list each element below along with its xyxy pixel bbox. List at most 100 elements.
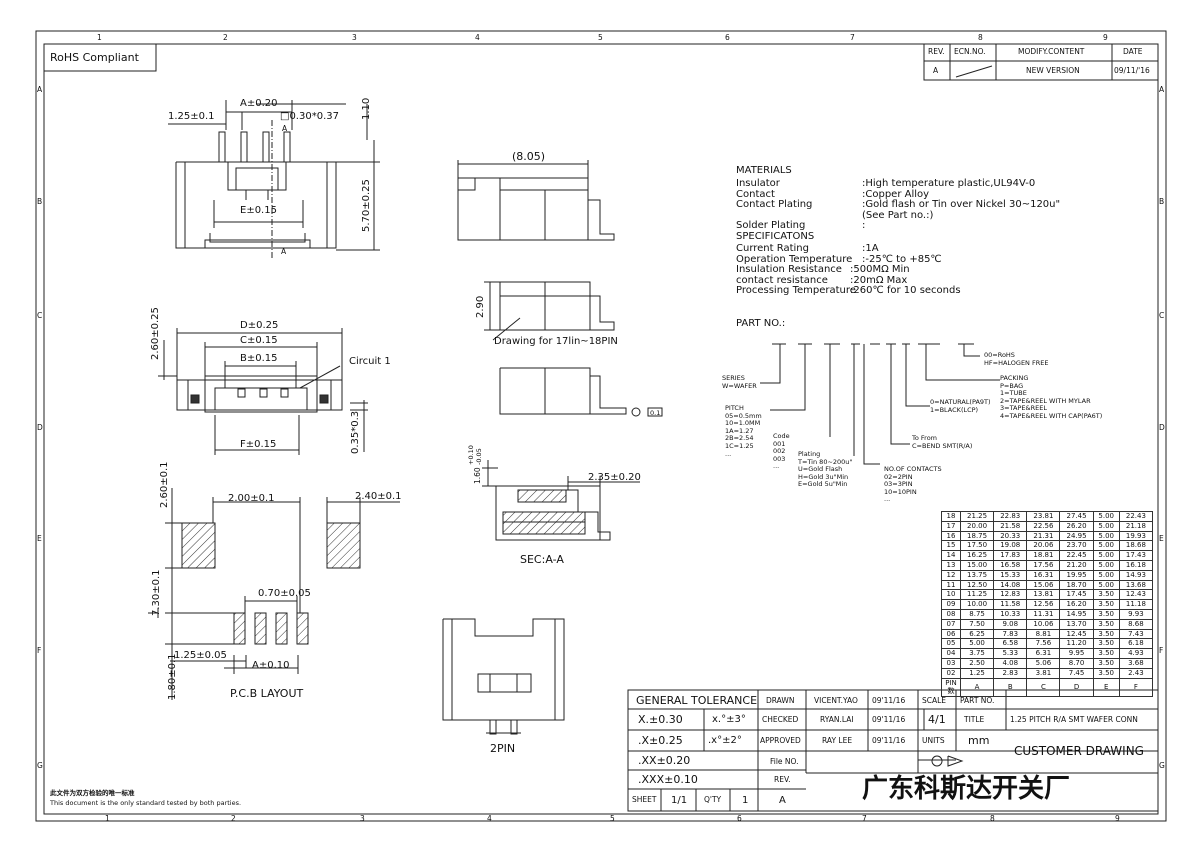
pcb-layout-label: P.C.B LAYOUT	[230, 687, 304, 700]
rohs-label: RoHS Compliant	[50, 51, 139, 64]
dimension-cell: 3.50	[1092, 589, 1120, 601]
zone-col-top-4: 4	[475, 33, 480, 42]
partno-tofrom-line: To From	[912, 434, 938, 442]
zone-row-right-D: D	[1159, 423, 1165, 432]
dimension-cell: 18.75	[959, 530, 995, 542]
partno-plating-line: H=Gold 3u"Min	[798, 472, 849, 481]
zone-row-right-A: A	[1159, 85, 1165, 94]
dim-sec-v-minus: -0.05	[475, 448, 483, 465]
dimension-cell: 12.45	[1059, 628, 1094, 640]
rev-value: A	[933, 66, 939, 75]
dimension-cell: 3.50	[1092, 608, 1120, 620]
partno-contacts-line: ...	[884, 495, 891, 504]
dimension-cell: 3.50	[1092, 618, 1120, 630]
dimension-cell: 22.45	[1059, 550, 1094, 561]
dimension-cell: 22.83	[993, 511, 1028, 522]
dimension-cell: 4.93	[1118, 648, 1154, 659]
dimension-cell: 02	[941, 667, 961, 679]
dimension-cell: 5.00	[1092, 569, 1120, 581]
material-value: :High temperature plastic,UL94V-0	[862, 178, 1036, 189]
dimension-cell: 17.50	[959, 540, 995, 552]
dimension-cell: 14.08	[993, 579, 1028, 591]
dimension-cell: 7.83	[993, 628, 1028, 640]
material-value: :	[862, 220, 866, 231]
dimension-cell: 6.58	[993, 638, 1028, 650]
partno-label: PART NO.:	[736, 318, 786, 329]
dim-span: 2.00±0.1	[228, 493, 275, 504]
rev-value-title: A	[779, 795, 786, 806]
dimension-cell: 5.33	[993, 648, 1028, 659]
dimension-cell: 16.25	[959, 550, 995, 561]
general-tolerance: GENERAL TOLERANCE	[636, 694, 758, 707]
dimension-cell: 3.75	[959, 648, 995, 659]
zone-col-bottom-9: 9	[1115, 814, 1120, 823]
title-value: 1.25 PITCH R/A SMT WAFER CONN	[1010, 715, 1138, 724]
partno-plating-line: T=Tin 80~200u"	[798, 457, 853, 466]
dimension-cell: 11.31	[1026, 608, 1061, 620]
dimension-cell: 20.06	[1026, 540, 1061, 552]
dimension-cell: 27.45	[1059, 511, 1094, 522]
partno-rohs-line: HF=HALOGEN FREE	[984, 359, 1049, 367]
zone-row-left-A: A	[37, 85, 43, 94]
zone-col-bottom-4: 4	[487, 814, 492, 823]
dimension-cell: PIN 数	[941, 677, 961, 698]
material-key: Solder Plating	[736, 220, 806, 231]
dimension-cell: 7.43	[1118, 628, 1154, 640]
partno-series-line: W=WAFER	[722, 382, 757, 390]
zone-col-top-6: 6	[725, 33, 730, 42]
partno-contacts-line: 10=10PIN	[884, 487, 917, 496]
partno-code-line: Code	[773, 432, 790, 440]
dim-side-h: 2.90	[475, 295, 486, 318]
dim-pad-h: 2.60±0.1	[159, 461, 170, 508]
dimension-cell: 6.31	[1026, 648, 1061, 659]
dim-tab: 0.35*0.3	[350, 410, 361, 454]
company-name: 广东科斯达开关厂	[862, 774, 1071, 804]
dimension-cell: 21.18	[1118, 520, 1154, 532]
dimension-cell: 2.43	[1118, 667, 1154, 679]
title-label: TITLE	[964, 715, 985, 724]
dim-sec-v-plus: +0.10	[467, 445, 475, 465]
partno-pitch-line: 1A=1.27	[725, 426, 754, 435]
section-mark-top: A	[282, 124, 288, 133]
dimension-cell: 2.83	[993, 667, 1028, 679]
zone-row-left-B: B	[37, 197, 43, 206]
dimension-cell: 8.68	[1118, 618, 1154, 630]
dimension-cell: 06	[941, 628, 961, 640]
partno-plating-line: U=Gold Flash	[798, 465, 843, 474]
zone-col-top-7: 7	[850, 33, 855, 42]
partno-packing-line: P=BAG	[1000, 381, 1024, 390]
dimension-cell: 21.25	[959, 511, 995, 522]
dimension-cell: 23.81	[1026, 511, 1061, 522]
tol-x: X.±0.30	[638, 713, 683, 726]
dimension-cell: 18	[941, 511, 961, 522]
zone-col-bottom-7: 7	[862, 814, 867, 823]
dim-pitch: 1.25±0.1	[168, 111, 215, 122]
material-value: (See Part no.:)	[862, 209, 934, 221]
dimension-cell: 5.00	[1092, 520, 1120, 532]
dimension-cell: 7.45	[1059, 667, 1094, 679]
zone-col-top-5: 5	[598, 33, 603, 42]
dimension-cell: 11.58	[993, 599, 1028, 610]
dimension-cell: 12.83	[993, 589, 1028, 601]
zone-row-right-G: G	[1159, 761, 1165, 770]
material-value: :Gold flash or Tin over Nickel 30~120u"	[862, 199, 1061, 210]
dimension-cell: 22.56	[1026, 520, 1061, 532]
zone-row-left-E: E	[37, 534, 42, 543]
rev-header-ecn: ECN.NO.	[954, 47, 986, 56]
rev-header-rev: REV.	[928, 47, 945, 56]
dim-a: A±0.20	[240, 98, 278, 109]
partno-contacts-line: 03=3PIN	[884, 480, 913, 489]
zone-row-left-D: D	[37, 423, 43, 432]
dimension-cell: 12.56	[1026, 599, 1061, 610]
dim-pin-len: 1.80±0.1	[167, 653, 178, 700]
dimension-cell: 19.93	[1118, 530, 1154, 542]
partno-plating-line: E=Gold 5u"Min	[798, 480, 848, 489]
dimension-cell: 21.20	[1059, 559, 1094, 571]
